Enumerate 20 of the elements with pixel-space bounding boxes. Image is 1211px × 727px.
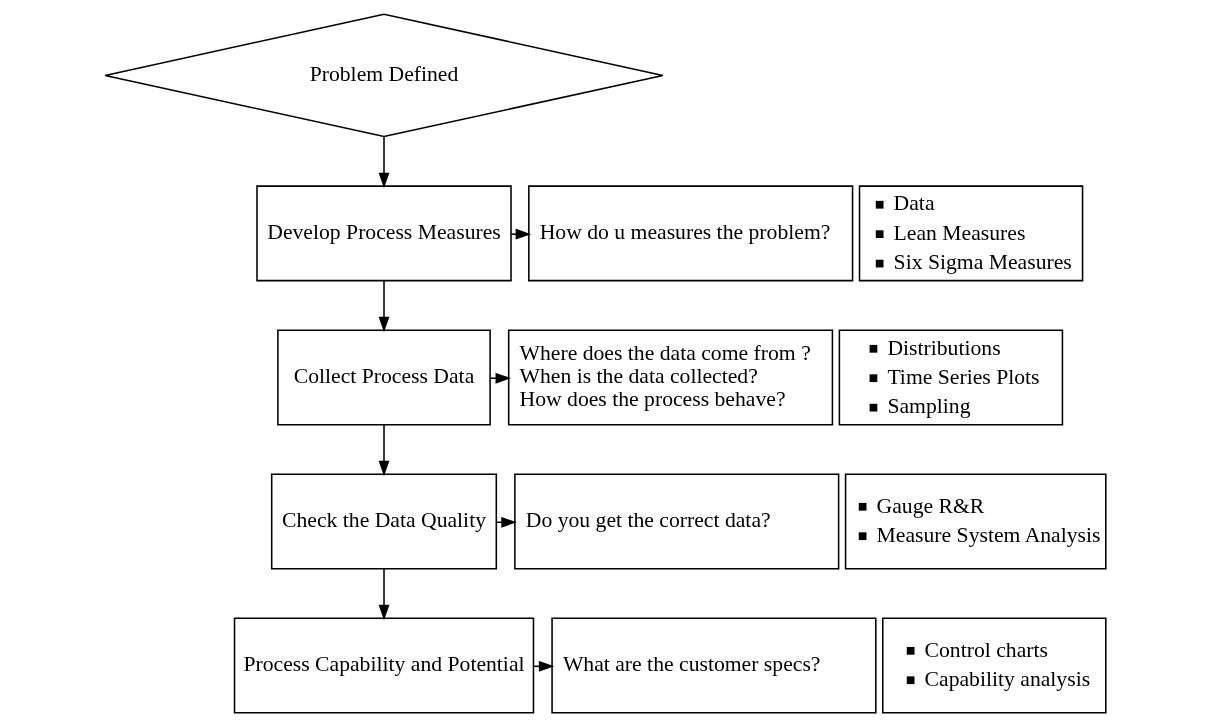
arrow xyxy=(495,516,517,528)
arrow xyxy=(378,136,390,189)
node-box: Distributions Time Series Plots Sampling xyxy=(838,329,1064,426)
node-box: Process Capability and Potential xyxy=(233,617,535,714)
arrow xyxy=(510,228,532,240)
node-box: Check the Data Quality xyxy=(270,473,498,570)
node-box: Control charts Capability analysis xyxy=(882,617,1107,714)
node-box: Collect Process Data xyxy=(277,329,491,426)
node-box: Do you get the correct data? xyxy=(514,473,840,570)
node-box: What are the customer specs? xyxy=(551,617,877,714)
arrow xyxy=(378,280,390,333)
arrow xyxy=(378,568,390,621)
arrow xyxy=(489,372,512,384)
node-box: Develop Process Measures xyxy=(256,185,512,282)
node-box: Data Lean Measures Six Sigma Measures xyxy=(858,185,1084,282)
node-box: Where does the data come from ? When is the data collected? How does the process behave? xyxy=(507,329,834,426)
node-box: How do u measures the problem? xyxy=(528,185,854,282)
node-box: Gauge R&R Measure System Analysis xyxy=(844,473,1107,570)
node-diamond: Problem Defined xyxy=(104,13,664,138)
arrow xyxy=(378,424,390,477)
